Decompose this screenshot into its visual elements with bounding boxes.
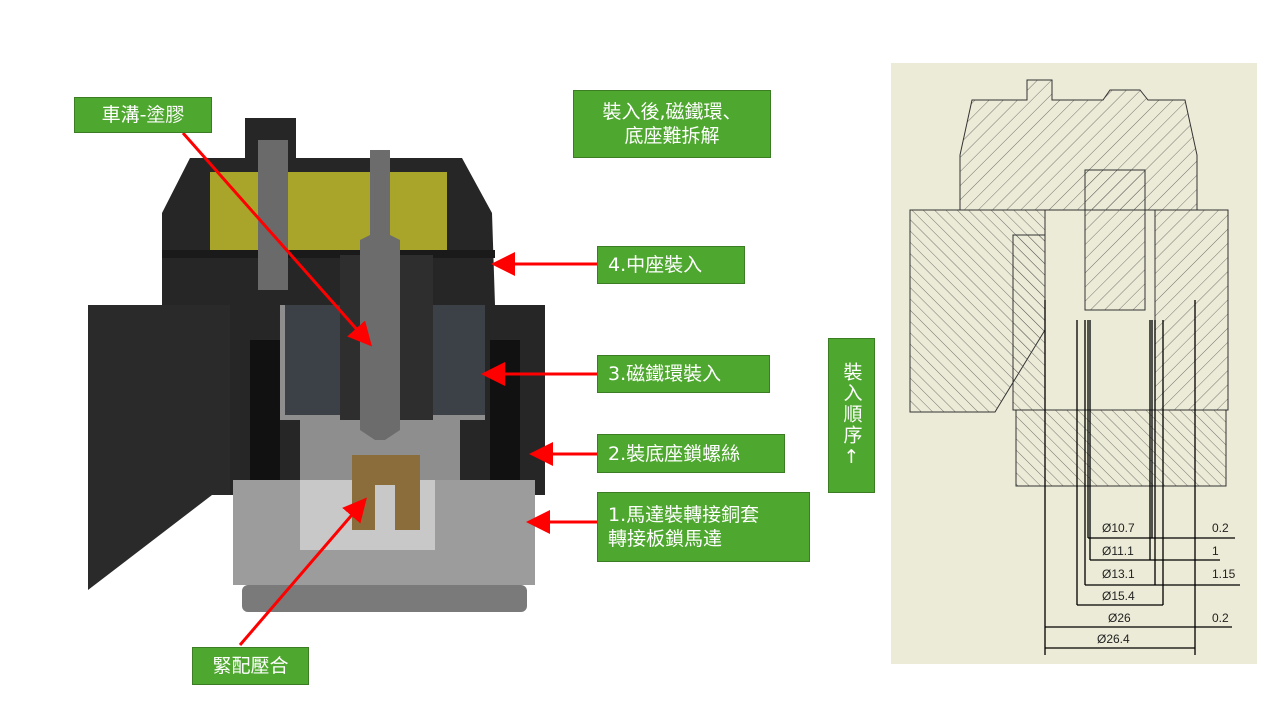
- callout-step4: 4.中座裝入: [597, 246, 745, 284]
- screw: [258, 140, 288, 290]
- dim-diameter: Ø11.1: [1102, 544, 1134, 558]
- arrow-groove-glue: [181, 132, 372, 347]
- callout-line: 1.馬達裝轉接銅套: [608, 504, 760, 526]
- callout-line: 底座難拆解: [624, 125, 720, 147]
- dim-clearance: 0.2: [1212, 521, 1229, 535]
- callout-assembly-order: 裝入順序↑: [828, 338, 875, 493]
- shaft: [360, 150, 400, 440]
- motor-foot: [242, 585, 527, 612]
- dim-diameter: Ø26.4: [1097, 632, 1130, 646]
- magnet-left: [285, 305, 340, 415]
- dim-diameter: Ø26: [1108, 611, 1131, 625]
- dim-clearance: 1.15: [1212, 567, 1236, 581]
- mounting-bracket: [88, 305, 235, 590]
- callout-step3: 3.磁鐵環裝入: [597, 355, 770, 393]
- callout-groove-glue: 車溝-塗膠: [74, 97, 212, 133]
- callout-press-fit: 緊配壓合: [192, 647, 309, 685]
- callout-line: 裝入後,磁鐵環、: [602, 101, 742, 123]
- brass-sleeve: [352, 455, 420, 530]
- dim-diameter: Ø13.1: [1102, 567, 1135, 581]
- dimension-labels: Ø10.7 0.2 Ø11.1 1 Ø13.1 1.15 Ø15.4 Ø26 0…: [1097, 521, 1236, 646]
- dim-diameter: Ø10.7: [1102, 521, 1135, 535]
- dim-diameter: Ø15.4: [1102, 589, 1135, 603]
- arrow-press-fit: [238, 497, 367, 646]
- callout-hard-to-disassemble: 裝入後,磁鐵環、 底座難拆解: [573, 90, 771, 158]
- coil: [210, 172, 447, 250]
- dim-clearance: 1: [1212, 544, 1219, 558]
- dim-clearance: 0.2: [1212, 611, 1229, 625]
- callout-line: 轉接板鎖馬達: [608, 528, 723, 550]
- magnet-right: [433, 305, 485, 415]
- callout-step1: 1.馬達裝轉接銅套 轉接板鎖馬達: [597, 492, 810, 562]
- callout-step2: 2.裝底座鎖螺絲: [597, 434, 785, 473]
